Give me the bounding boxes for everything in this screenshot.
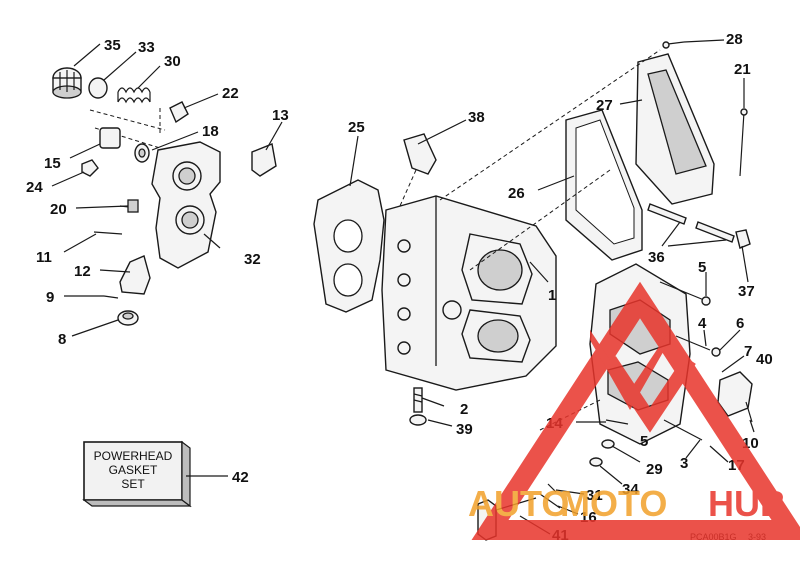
callout-33: 33 — [138, 39, 155, 56]
callout-34: 34 — [622, 481, 639, 498]
callout-28: 28 — [726, 31, 743, 48]
thermostat-housing-group — [52, 67, 221, 326]
callout-22: 22 — [222, 85, 239, 102]
callout-5-upper: 5 — [698, 259, 706, 276]
callout-18: 18 — [202, 123, 219, 140]
callout-7: 7 — [744, 343, 752, 360]
part-28-screw — [662, 41, 685, 49]
gasket-set-line2: GASKET — [109, 463, 158, 477]
part-16-pin — [539, 493, 561, 509]
part-15-plug — [99, 127, 121, 149]
part-21-long-bolt — [739, 108, 748, 177]
callout-38: 38 — [468, 109, 485, 126]
callout-36: 36 — [648, 249, 665, 266]
part-2-stud — [413, 387, 423, 413]
part-8-grommet — [117, 310, 139, 326]
callout-37: 37 — [738, 283, 755, 300]
callout-24: 24 — [26, 179, 43, 196]
part-10-screw — [745, 401, 753, 423]
callout-29: 29 — [646, 461, 663, 478]
part-22-clip — [169, 101, 189, 124]
part-13-bracket — [251, 143, 277, 177]
callout-8: 8 — [58, 331, 66, 348]
watermark-hub: HUB — [708, 483, 786, 524]
callout-11: 11 — [36, 249, 52, 266]
part-26-cover-gasket — [565, 109, 643, 261]
watermark-logo: AUTO MOTO HUB — [468, 281, 800, 540]
callout-9: 9 — [46, 289, 54, 306]
part-9-screw — [103, 295, 119, 299]
part-35-cap — [52, 67, 82, 99]
callout-3: 3 — [680, 455, 688, 472]
callout-32: 32 — [244, 251, 261, 268]
callout-1: 1 — [548, 287, 556, 304]
part-29-washer — [601, 439, 615, 449]
part-4-bolt — [675, 335, 711, 351]
part-27-exhaust-cover — [635, 53, 715, 205]
part-25-head-gasket — [313, 179, 385, 313]
callout-31: 31 — [586, 487, 603, 504]
part-30-spring — [117, 87, 151, 104]
callout-35: 35 — [104, 37, 121, 54]
callout-15: 15 — [44, 155, 61, 172]
watermark-auto: AUTO — [468, 483, 569, 524]
callout-27: 27 — [596, 97, 613, 114]
callout-21: 21 — [734, 61, 751, 78]
gasket-set-box: POWERHEAD GASKET SET 42 — [82, 440, 249, 508]
part-5-bolt — [659, 281, 711, 306]
callout-26: 26 — [508, 185, 525, 202]
callout-20: 20 — [50, 201, 67, 218]
callout-40: 40 — [756, 351, 773, 368]
callout-5-lower: 5 — [640, 433, 648, 450]
gasket-set-line3: SET — [121, 477, 145, 491]
part-14-bolt — [605, 419, 629, 425]
callout-30: 30 — [164, 53, 181, 70]
callout-2: 2 — [460, 401, 468, 418]
part-31-pin — [547, 483, 557, 493]
part-6-washer — [711, 347, 721, 357]
cylinder-block — [381, 195, 557, 391]
callout-4: 4 — [698, 315, 707, 332]
callout-42: 42 — [232, 469, 249, 486]
callout-12: 12 — [74, 263, 91, 280]
part-18-seal — [134, 143, 150, 163]
part-3-bolt — [663, 419, 703, 441]
gasket-set-line1: POWERHEAD — [94, 449, 173, 463]
part-33-o-ring — [88, 77, 108, 99]
part-24-grommet — [81, 159, 99, 177]
callout-39: 39 — [456, 421, 473, 438]
part-38-elbow — [403, 133, 437, 175]
callout-13: 13 — [272, 107, 289, 124]
part-32-thermostat-housing — [151, 141, 221, 269]
callout-6: 6 — [736, 315, 744, 332]
callout-25: 25 — [348, 119, 365, 136]
part-36-dowel-pins — [647, 203, 735, 243]
part-37-fitting — [735, 229, 751, 249]
watermark-moto: MOTO — [560, 483, 667, 524]
part-34-nut — [589, 457, 603, 467]
part-39-nut — [409, 414, 427, 426]
part-11-pin — [93, 231, 123, 235]
part-12-bracket — [119, 255, 151, 295]
